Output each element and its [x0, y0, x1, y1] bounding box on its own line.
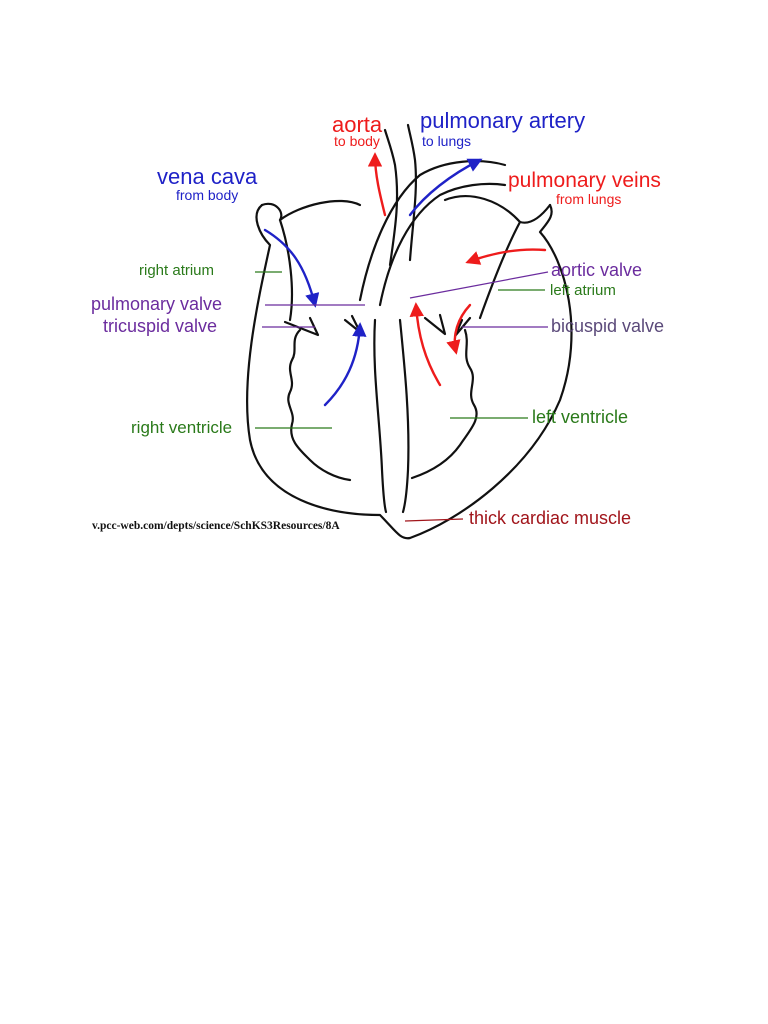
- leader-lines: [255, 271, 549, 522]
- pulmonary-artery-label: pulmonary artery: [420, 108, 586, 133]
- aortic-valve-label: aortic valve: [551, 260, 643, 280]
- right-ventricle-flow-arrow: [323, 322, 367, 407]
- source-url: v.pcc-web.com/depts/science/SchKS3Resour…: [92, 520, 340, 532]
- pulmonary-valve-label: pulmonary valve: [91, 294, 223, 314]
- pulmonary-veins-flow-arrow: [465, 248, 547, 265]
- pulmonary-veins-label: pulmonary veins: [508, 169, 661, 192]
- left-atrium-label: left atrium: [550, 282, 616, 299]
- aorta-label: aorta: [332, 112, 383, 137]
- thick-cardiac-muscle-label: thick cardiac muscle: [469, 508, 632, 528]
- tricuspid-valve-label: tricuspid valve: [103, 316, 218, 336]
- aortic-valve-leader: [409, 271, 549, 299]
- bicuspid-valve-label: bicuspid valve: [551, 316, 665, 336]
- vena-cava-label: vena cava: [157, 164, 258, 189]
- aorta-sub-label: to body: [334, 133, 380, 149]
- vena-cava-flow-arrow: [263, 228, 320, 308]
- left-ventricle-flow-arrow: [409, 302, 442, 387]
- left-atrium-flow-arrow: [446, 303, 472, 355]
- blood-flow-arrows: [263, 152, 547, 407]
- pulmonary-veins-sub-label: from lungs: [556, 191, 622, 207]
- right-ventricle-label: right ventricle: [131, 418, 233, 437]
- vena-cava-sub-label: from body: [176, 187, 239, 203]
- thick-cardiac-muscle-leader: [404, 518, 464, 522]
- aorta-flow-arrow: [367, 152, 387, 217]
- right-atrium-label: right atrium: [139, 262, 215, 279]
- pulmonary-artery-flow-arrow: [408, 158, 483, 217]
- pulmonary-artery-sub-label: to lungs: [422, 133, 472, 149]
- left-ventricle-label: left ventricle: [532, 407, 629, 427]
